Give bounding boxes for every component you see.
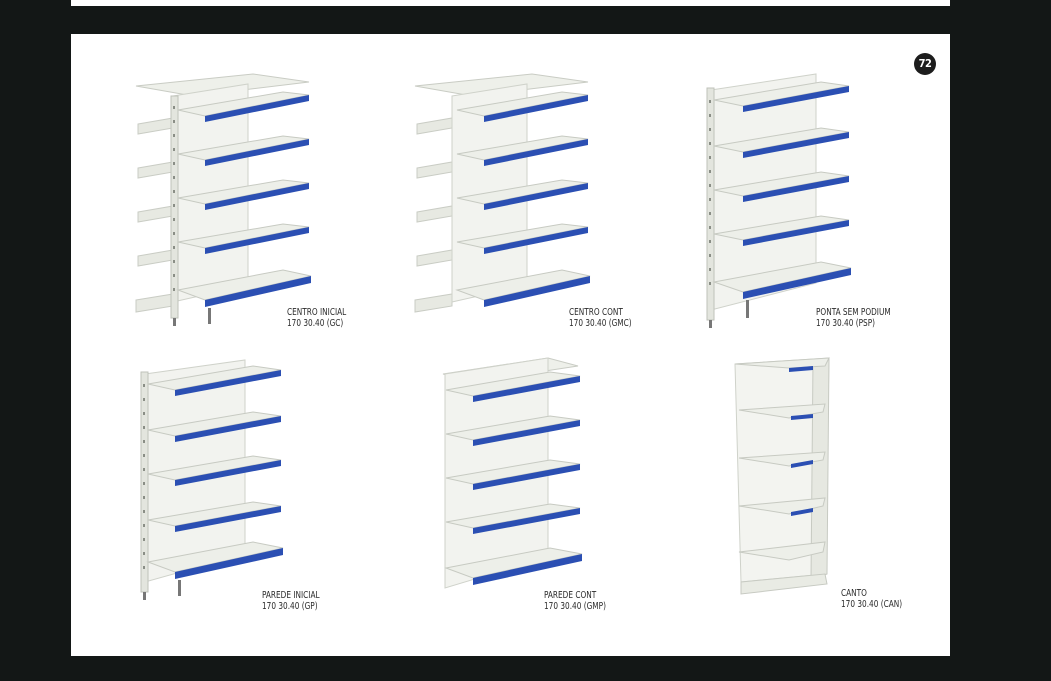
front-shelves xyxy=(444,371,583,579)
product-caption: PAREDE INICIAL 170 30.40 (GP) xyxy=(262,590,320,612)
product-caption: CANTO 170 30.40 (CAN) xyxy=(841,588,902,610)
product-parede-cont: PAREDE CONT 170 30.40 (GMP) xyxy=(438,352,688,612)
catalog-page: 72 xyxy=(71,34,950,656)
product-name: CENTRO INICIAL xyxy=(287,307,347,318)
upright xyxy=(706,87,715,321)
shelf-blue-edges xyxy=(743,86,851,299)
front-shelves xyxy=(455,91,591,301)
shelf-blue-edges xyxy=(473,376,582,585)
upright-slots xyxy=(709,100,711,285)
wall-gondola-start-illustration xyxy=(140,359,284,600)
end-gondola-illustration xyxy=(706,73,852,328)
corner-base xyxy=(740,573,828,595)
shelf-blue-edges xyxy=(789,366,813,516)
product-centro-cont: CENTRO CONT 170 30.40 (GMC) xyxy=(412,70,662,335)
product-caption: CENTRO INICIAL 170 30.40 (GC) xyxy=(287,307,346,329)
top-cap xyxy=(135,73,310,97)
wall-gondola-continuation-illustration xyxy=(442,357,583,589)
product-parede-inicial: PAREDE INICIAL 170 30.40 (GP) xyxy=(135,354,385,612)
product-code: 170 30.40 (PSP) xyxy=(816,318,876,329)
product-code: 170 30.40 (GMC) xyxy=(569,318,632,329)
product-caption: PONTA SEM PODIUM 170 30.40 (PSP) xyxy=(816,307,891,329)
gondola-double-continuation-illustration xyxy=(414,73,591,313)
back-side-shelves xyxy=(135,117,174,313)
feet xyxy=(143,580,181,600)
front-shelves xyxy=(712,81,852,293)
shelf-blue-edges xyxy=(175,370,283,579)
front-shelves xyxy=(146,365,284,573)
shelf-blue-edges xyxy=(205,95,311,307)
product-name: PAREDE INICIAL xyxy=(262,590,320,601)
previous-page-edge[interactable] xyxy=(71,0,950,6)
product-name: CENTRO CONT xyxy=(569,307,623,318)
product-code: 170 30.40 (GMP) xyxy=(544,601,606,612)
corner-shelf-illustration xyxy=(734,357,830,595)
product-ponta-sem-podium: PONTA SEM PODIUM 170 30.40 (PSP) xyxy=(701,68,951,338)
gondola-double-start-illustration xyxy=(135,73,312,326)
product-name: CANTO xyxy=(841,588,867,599)
top-cap xyxy=(414,73,589,97)
page-number-badge: 72 xyxy=(914,53,936,75)
shelf-blue-edges xyxy=(484,95,590,307)
product-code: 170 30.40 (CAN) xyxy=(841,599,903,610)
product-code: 170 30.40 (GP) xyxy=(262,601,318,612)
back-side-shelves xyxy=(414,117,453,313)
product-centro-inicial: CENTRO INICIAL 170 30.40 (GC) xyxy=(133,70,383,335)
feet xyxy=(709,300,749,328)
product-code: 170 30.40 (GC) xyxy=(287,318,344,329)
upright-slots xyxy=(143,384,145,569)
product-caption: CENTRO CONT 170 30.40 (GMC) xyxy=(569,307,632,329)
feet xyxy=(173,308,211,326)
product-name: PAREDE CONT xyxy=(544,590,597,601)
product-name: PONTA SEM PODIUM xyxy=(816,307,891,318)
upright-slots xyxy=(173,106,175,291)
product-canto: CANTO 170 30.40 (CAN) xyxy=(729,352,969,614)
product-caption: PAREDE CONT 170 30.40 (GMP) xyxy=(544,590,606,612)
